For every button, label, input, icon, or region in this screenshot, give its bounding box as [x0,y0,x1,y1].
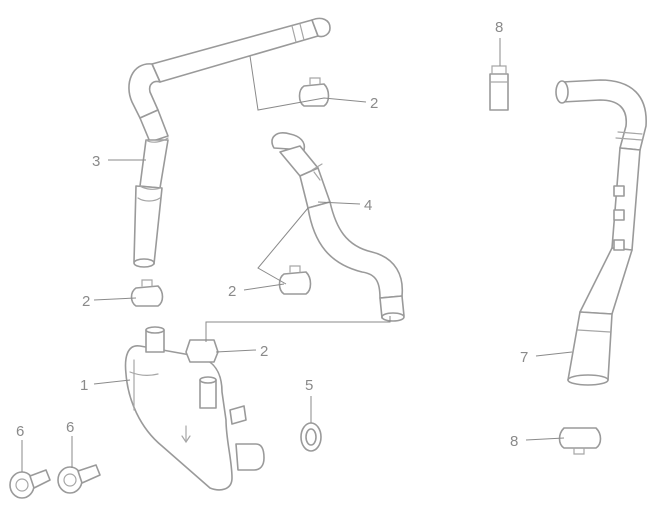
callout-pipe-7: 7 [520,349,528,366]
callout-right-top-clip: 8 [495,19,503,36]
callout-hose-4: 4 [364,197,372,214]
callout-mid-clip: 2 [228,283,236,300]
clip-right-bottom [558,427,602,455]
callout-hose-3: 3 [92,153,100,170]
tank-part-1 [124,326,265,491]
callout-oring-5: 5 [305,377,313,394]
bolt-a [9,469,51,499]
clip-left [130,279,164,307]
bolt-b [57,464,101,494]
leader-lines [21,38,573,472]
callout-tank-clip: 2 [260,343,268,360]
clip-right-top [489,65,509,111]
clip-top [298,77,330,107]
clip-tank [185,339,219,363]
callout-tank-1: 1 [80,377,88,394]
callout-left-clip: 2 [82,293,90,310]
clip-mid [278,265,312,295]
callout-right-bottom-clip: 8 [510,433,518,450]
pipe-part-7 [555,79,647,386]
hose-part-3 [128,17,331,268]
hose-part-4 [271,132,405,322]
oring-part-5 [300,422,322,452]
callout-bolt-a: 6 [16,423,24,440]
callout-top-clip: 2 [370,95,378,112]
callout-bolt-b: 6 [66,419,74,436]
